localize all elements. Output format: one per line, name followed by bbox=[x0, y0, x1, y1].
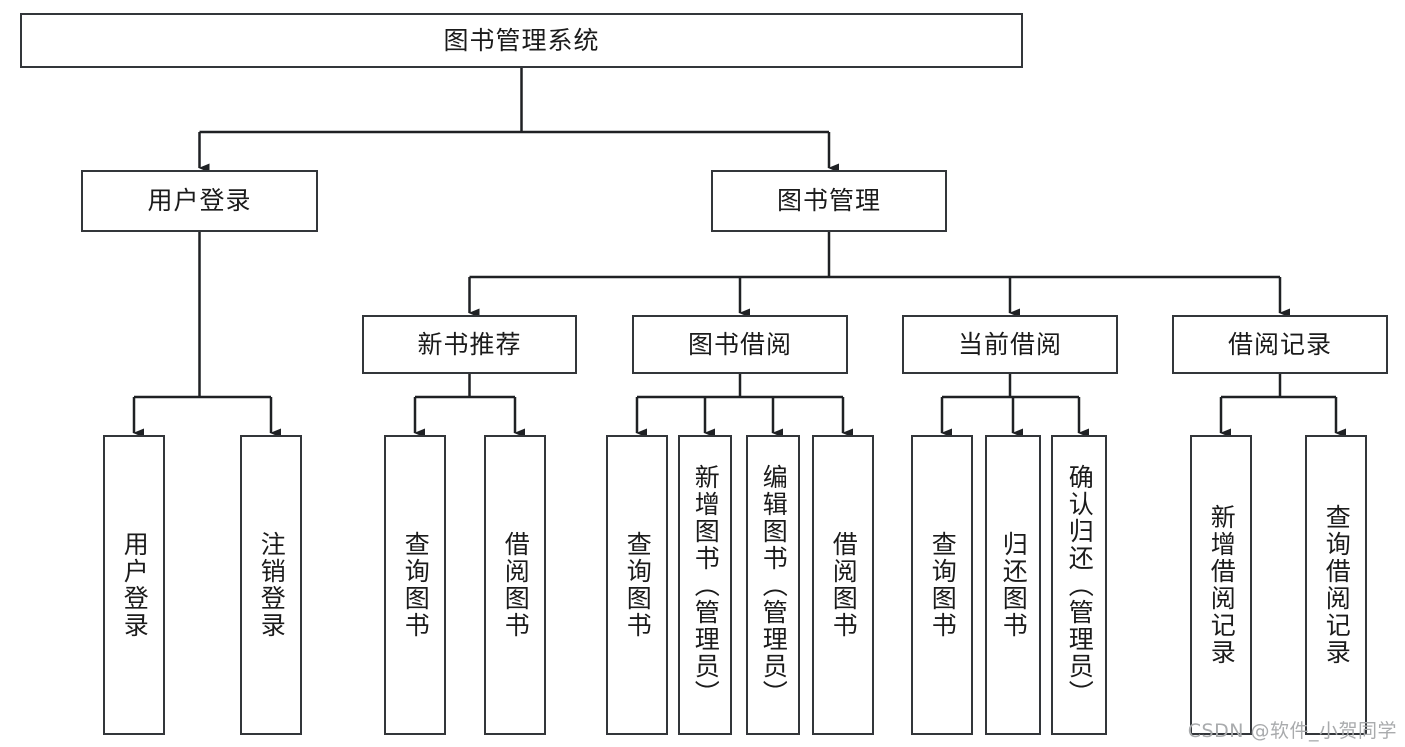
node-label: 新书推荐 bbox=[417, 329, 522, 359]
node-l-confirm[interactable]: 确认归还（管理员） bbox=[1051, 435, 1107, 735]
node-l-query3[interactable]: 查询图书 bbox=[911, 435, 973, 735]
node-l-addbook[interactable]: 新增图书（管理员） bbox=[678, 435, 732, 735]
node-label: 新增图书（管理员） bbox=[691, 463, 721, 707]
node-label: 借阅图书 bbox=[829, 531, 859, 639]
node-label: 借阅图书 bbox=[501, 531, 531, 639]
node-current[interactable]: 当前借阅 bbox=[902, 315, 1118, 374]
node-l-return[interactable]: 归还图书 bbox=[985, 435, 1041, 735]
node-label: 用户登录 bbox=[147, 186, 252, 216]
node-label: 查询图书 bbox=[928, 531, 958, 639]
node-label: 查询借阅记录 bbox=[1322, 504, 1352, 666]
node-borrow[interactable]: 图书借阅 bbox=[632, 315, 848, 374]
node-l-userlogin[interactable]: 用户登录 bbox=[103, 435, 165, 735]
node-login[interactable]: 用户登录 bbox=[81, 170, 318, 232]
node-l-logout[interactable]: 注销登录 bbox=[240, 435, 302, 735]
node-label: 图书管理系统 bbox=[443, 25, 600, 55]
node-label: 确认归还（管理员） bbox=[1065, 463, 1095, 707]
node-label: 用户登录 bbox=[120, 531, 150, 639]
node-label: 归还图书 bbox=[999, 531, 1029, 639]
node-label: 注销登录 bbox=[257, 531, 287, 639]
edge-group bbox=[132, 68, 1346, 438]
node-l-borrow2[interactable]: 借阅图书 bbox=[812, 435, 874, 735]
node-bookmgmt[interactable]: 图书管理 bbox=[711, 170, 947, 232]
node-newbook[interactable]: 新书推荐 bbox=[362, 315, 577, 374]
node-l-editbook[interactable]: 编辑图书（管理员） bbox=[746, 435, 800, 735]
node-label: 图书借阅 bbox=[687, 329, 792, 359]
node-label: 借阅记录 bbox=[1227, 329, 1332, 359]
node-l-query1[interactable]: 查询图书 bbox=[384, 435, 446, 735]
node-root[interactable]: 图书管理系统 bbox=[20, 13, 1023, 68]
node-l-queryrec[interactable]: 查询借阅记录 bbox=[1305, 435, 1367, 735]
node-label: 编辑图书（管理员） bbox=[759, 463, 789, 707]
node-l-addrec[interactable]: 新增借阅记录 bbox=[1190, 435, 1252, 735]
node-l-query2[interactable]: 查询图书 bbox=[606, 435, 668, 735]
node-label: 新增借阅记录 bbox=[1207, 504, 1237, 666]
node-label: 图书管理 bbox=[776, 186, 881, 216]
node-label: 查询图书 bbox=[401, 531, 431, 639]
node-l-borrow1[interactable]: 借阅图书 bbox=[484, 435, 546, 735]
node-records[interactable]: 借阅记录 bbox=[1172, 315, 1388, 374]
node-label: 查询图书 bbox=[623, 531, 653, 639]
node-label: 当前借阅 bbox=[957, 329, 1062, 359]
